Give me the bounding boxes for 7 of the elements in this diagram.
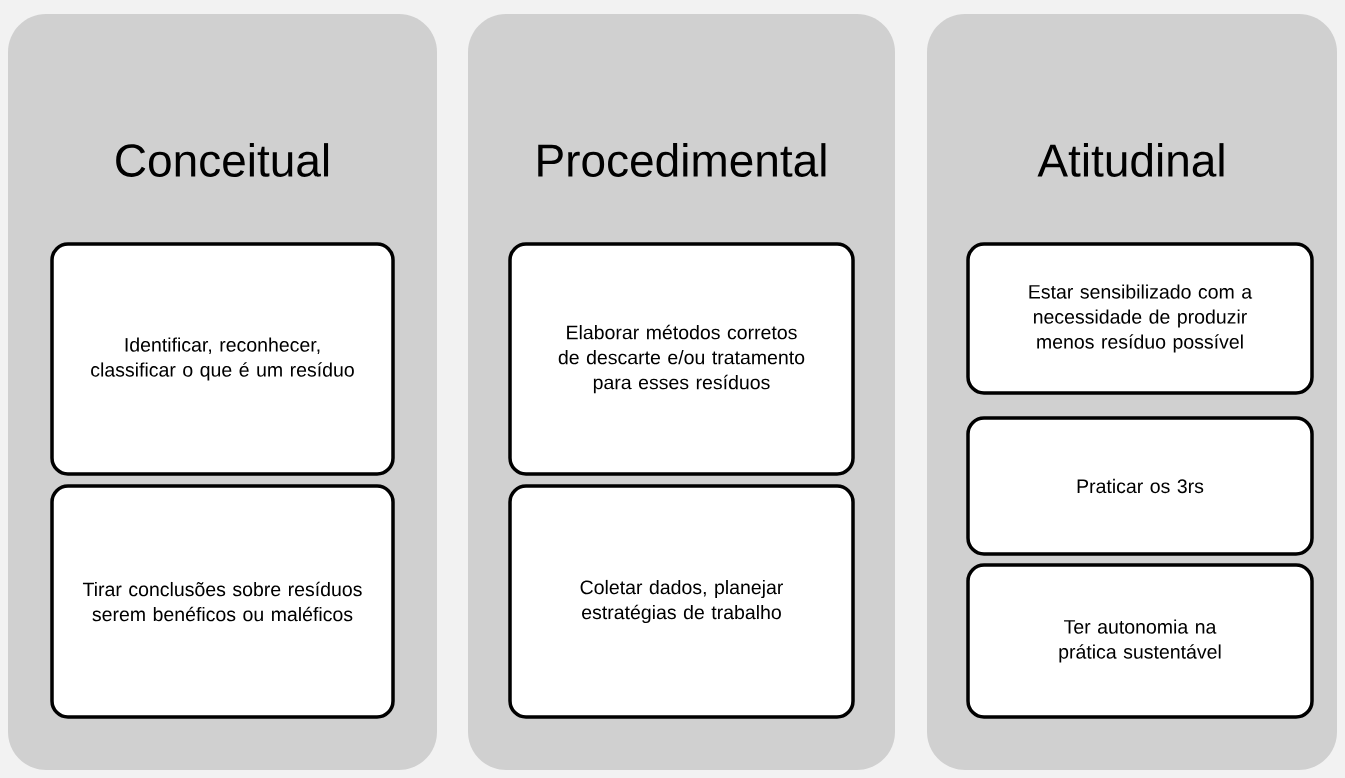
text-box: Tirar conclusões sobre resíduos serem benéficos ou maléficos — [50, 484, 395, 719]
text-box: Coletar dados, planejar estratégias de trabalho — [508, 484, 855, 719]
text-box: Estar sensibilizado com a necessidade de produzir menos resíduo possível — [966, 242, 1314, 395]
text-box: Praticar os 3rs — [966, 416, 1314, 556]
text-box: Ter autonomia na prática sustentável — [966, 563, 1314, 719]
text-box: Identificar, reconhecer, classificar o que é um resíduo — [50, 242, 395, 476]
text-box: Elaborar métodos corretos de descarte e/ou tratamento para esses resíduos — [508, 242, 855, 476]
